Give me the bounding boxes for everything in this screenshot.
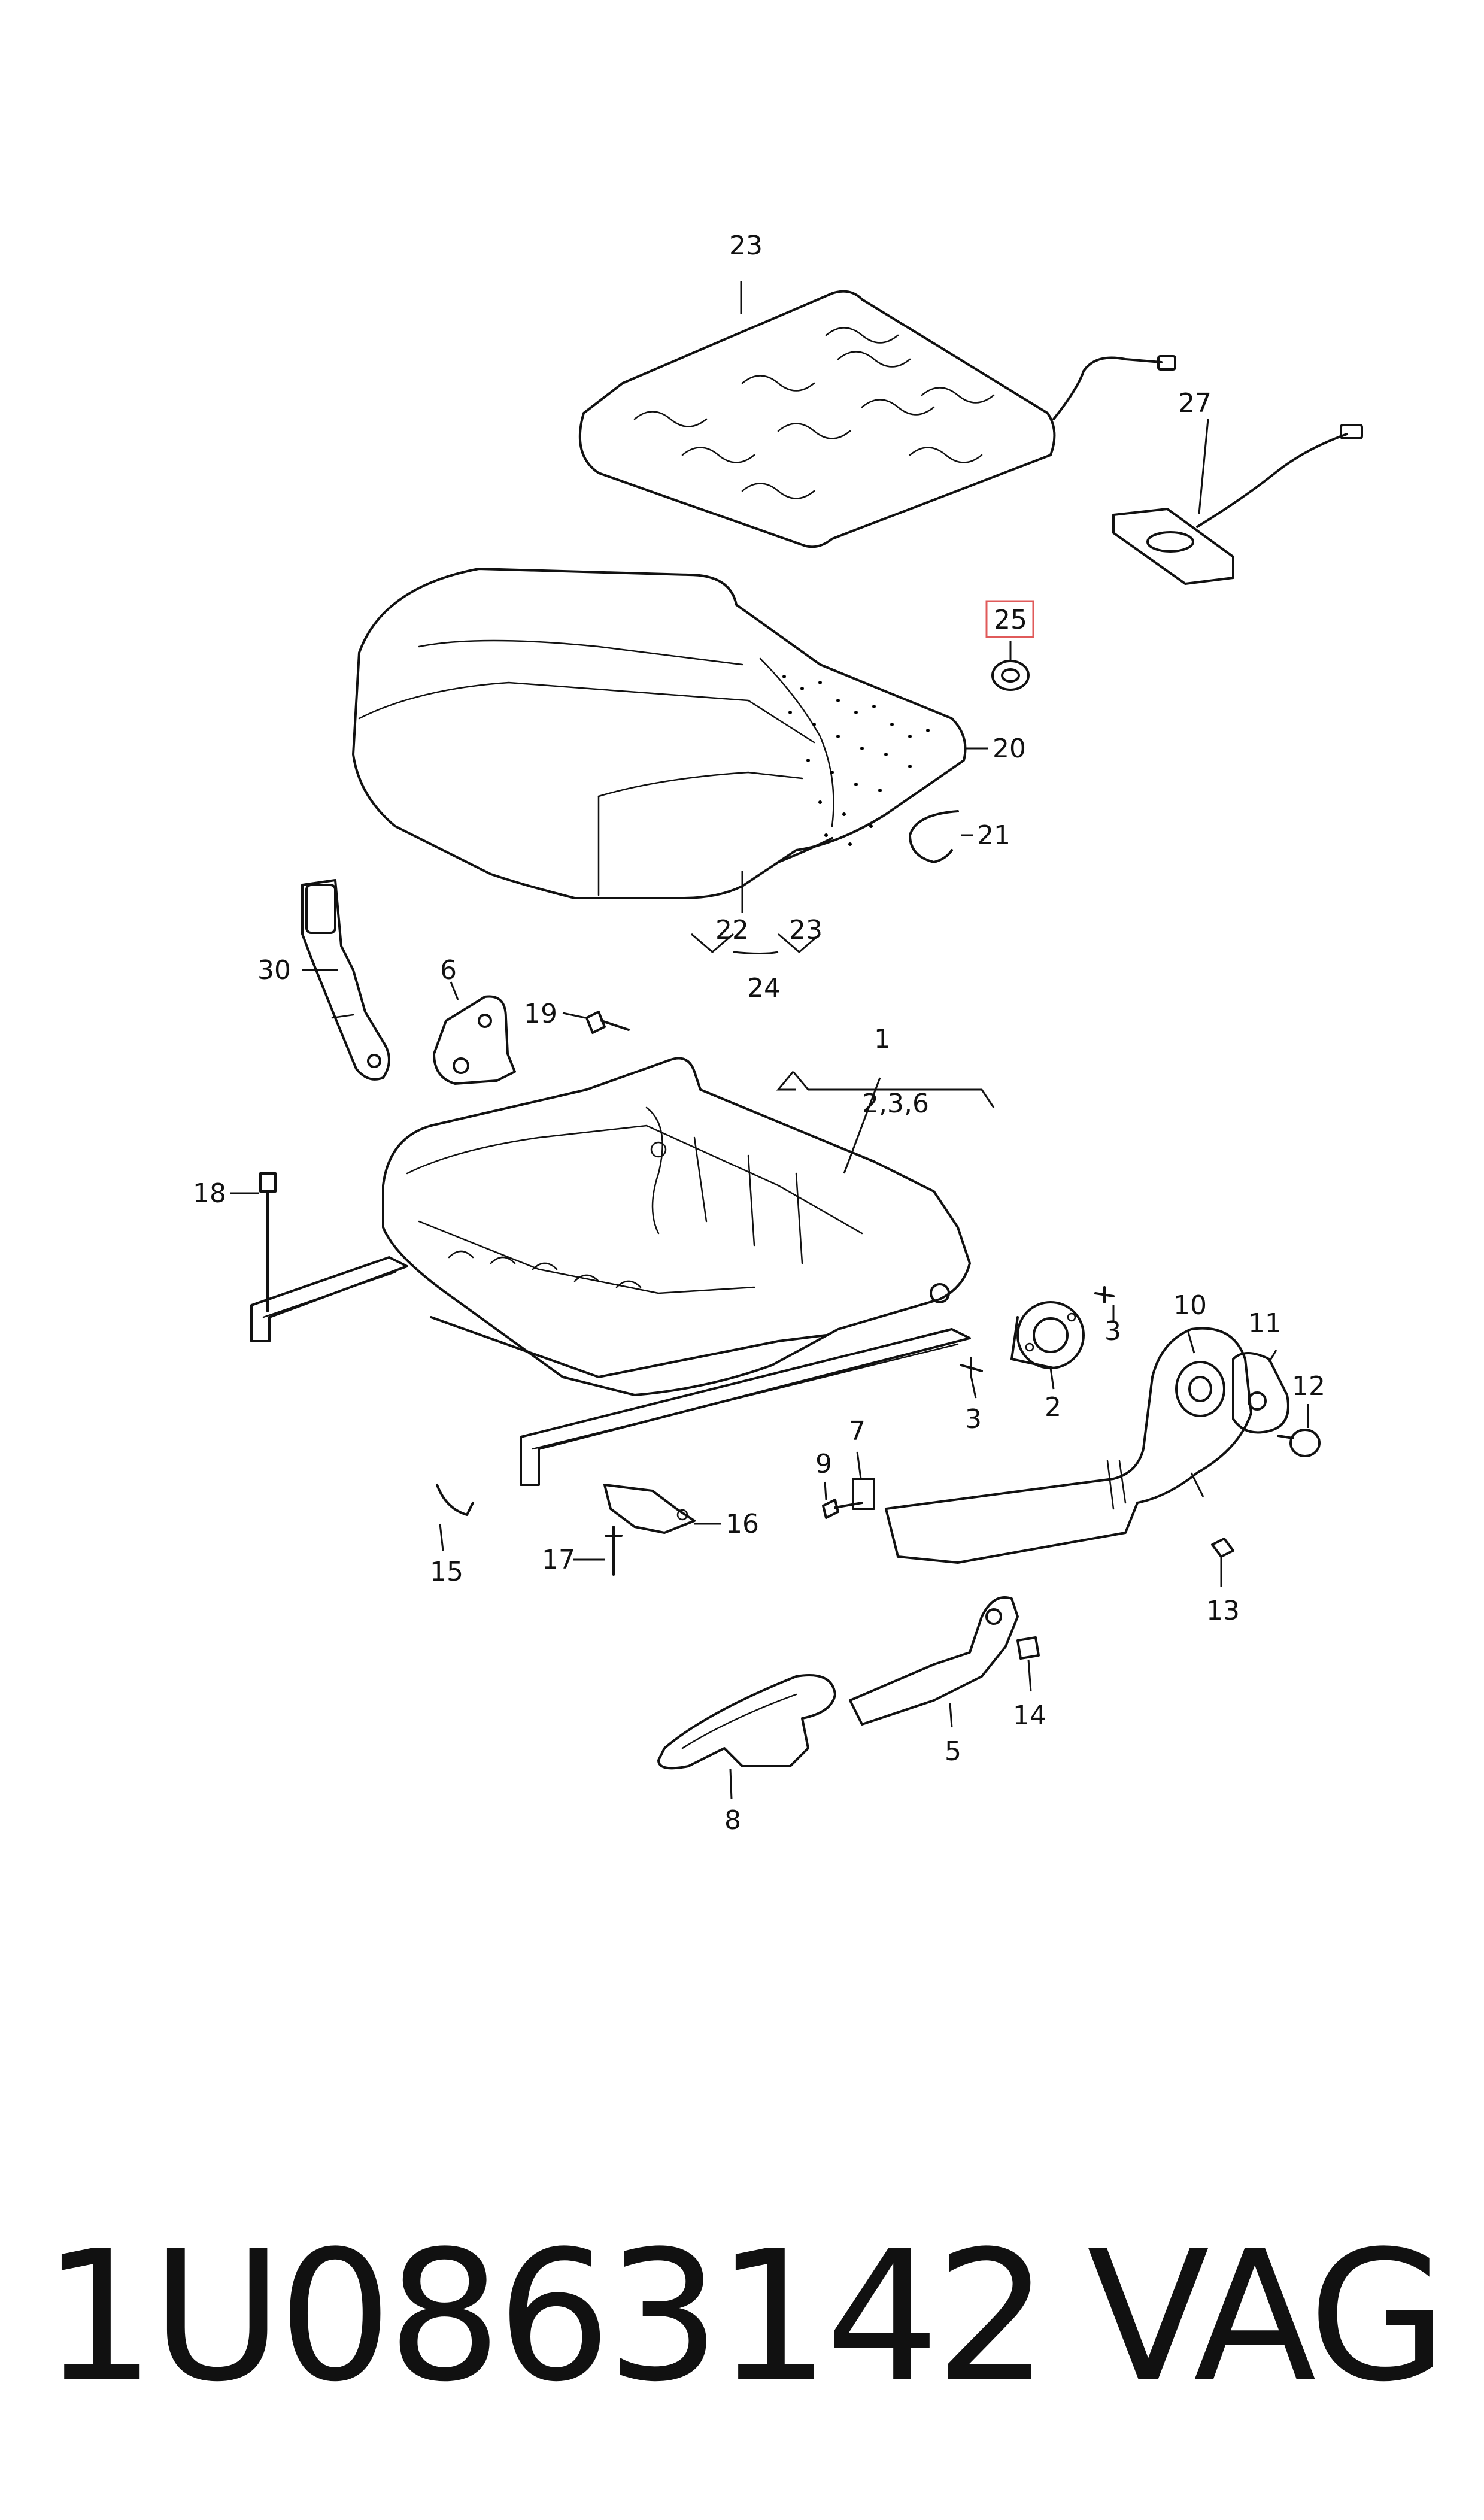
clip-part	[991, 660, 1030, 691]
recliner-part	[1010, 1301, 1085, 1369]
lever-5-part	[849, 1596, 1019, 1726]
bracket-part	[433, 995, 516, 1085]
clip-13-part	[1211, 1538, 1234, 1558]
clip-15-part	[436, 1484, 474, 1516]
knob-part	[1277, 1429, 1321, 1457]
leader-lines	[230, 281, 1309, 1800]
screw-17-part	[605, 1526, 623, 1576]
control-unit-part	[1112, 424, 1363, 585]
callout-30: 30	[257, 955, 291, 985]
bolt-3-right-part	[1094, 1286, 1115, 1303]
callout-21: 21	[977, 820, 1010, 851]
callout-25-highlight	[985, 600, 1034, 638]
foam-dots	[782, 675, 930, 846]
screw-9-part	[822, 1499, 863, 1519]
part-number: 1U0863142	[42, 2212, 1049, 2421]
bolt-19-part	[585, 1011, 630, 1034]
callout-23-bottom: 23	[789, 915, 823, 945]
belt-buckle-part	[301, 879, 390, 1081]
bolt-3-left-part	[960, 1357, 983, 1377]
footer: 1U0863142 VAG	[42, 2212, 1447, 2421]
callout-10: 10	[1173, 1290, 1207, 1321]
seat-cushion-part	[352, 568, 967, 899]
callout-7: 7	[849, 1416, 866, 1447]
callout-2: 2	[1045, 1392, 1061, 1423]
callout-1-sub: 2,3,6	[862, 1088, 929, 1119]
bracket-16-part	[603, 1484, 696, 1534]
callout-3-left: 3	[965, 1404, 982, 1435]
callout-1: 1	[874, 1024, 891, 1054]
heating-mat-part	[578, 290, 1176, 548]
callout-17: 17	[542, 1545, 575, 1575]
callout-18: 18	[193, 1178, 226, 1209]
callout-16: 16	[726, 1509, 759, 1539]
callout-24: 24	[747, 973, 781, 1003]
callout-11: 11	[1248, 1308, 1282, 1339]
bolt-18-part	[259, 1172, 277, 1312]
callout-12: 12	[1292, 1371, 1325, 1402]
callout-labels: 23 27 25 20 21 22 23 24 30 6 19 1 2,3,6 …	[193, 231, 1325, 1836]
callout-9: 9	[815, 1449, 832, 1479]
seat-frame-part	[250, 1057, 971, 1486]
callout-23-top: 23	[729, 231, 763, 261]
callout-27: 27	[1178, 388, 1212, 419]
callout-13: 13	[1206, 1596, 1240, 1626]
callout-5: 5	[945, 1736, 961, 1767]
side-trim-part	[885, 1327, 1252, 1564]
callout-25: 25	[994, 605, 1027, 635]
bolt-14-part	[1016, 1636, 1040, 1660]
clip-7-part	[852, 1478, 875, 1510]
callout-14: 14	[1013, 1700, 1046, 1731]
callout-15: 15	[430, 1557, 463, 1587]
callout-8: 8	[724, 1805, 741, 1836]
callout-20: 20	[993, 733, 1026, 764]
callout-3-right: 3	[1104, 1316, 1121, 1347]
callout-19: 19	[524, 999, 557, 1029]
callout-22: 22	[715, 915, 749, 945]
brand-name: VAG	[1087, 2212, 1447, 2421]
ring-clip-part	[909, 810, 959, 863]
handle-8-part	[657, 1674, 836, 1770]
cover-cap-part	[1232, 1352, 1289, 1434]
callout-6: 6	[440, 955, 457, 985]
